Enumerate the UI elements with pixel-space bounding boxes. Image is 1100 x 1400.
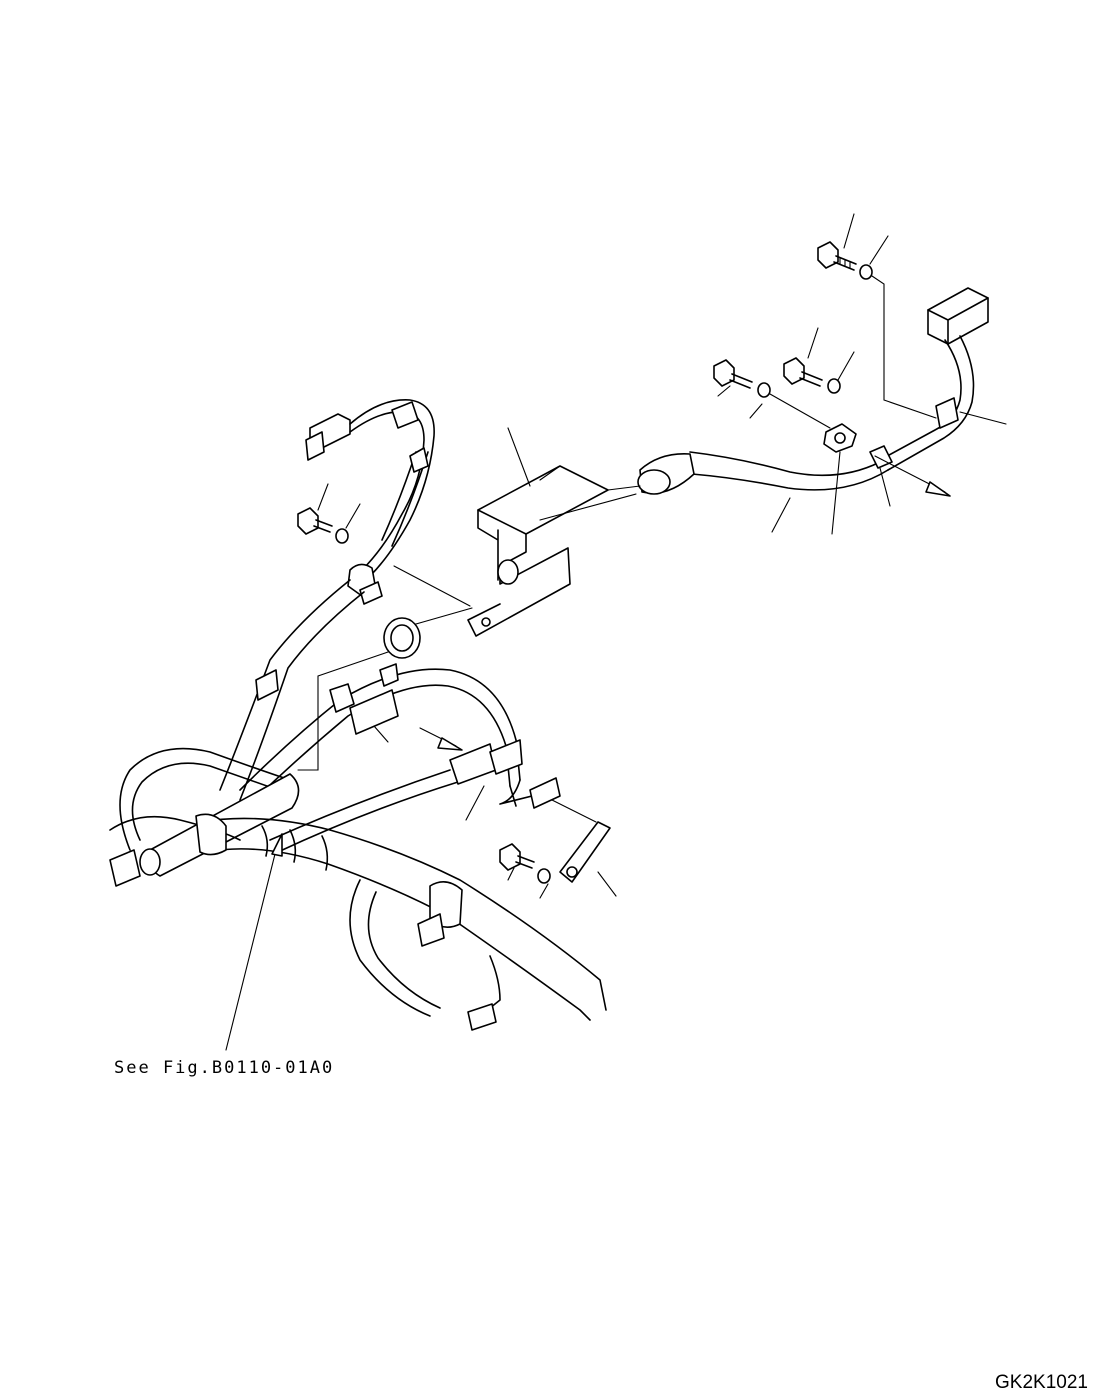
lower-main-harness — [109, 747, 607, 1051]
upper-harness-branch — [637, 287, 989, 497]
callout-leaders — [317, 213, 1007, 899]
ring-grommet — [297, 607, 473, 771]
middle-harness — [239, 663, 611, 884]
reference-note: See Fig.B0110-01A0 — [114, 1058, 335, 1078]
figure-code: GK2K1021 — [995, 1372, 1088, 1393]
bolt-washer-set-top — [713, 241, 937, 429]
upper-left-harness — [219, 399, 471, 801]
mounting-bracket — [467, 465, 641, 637]
